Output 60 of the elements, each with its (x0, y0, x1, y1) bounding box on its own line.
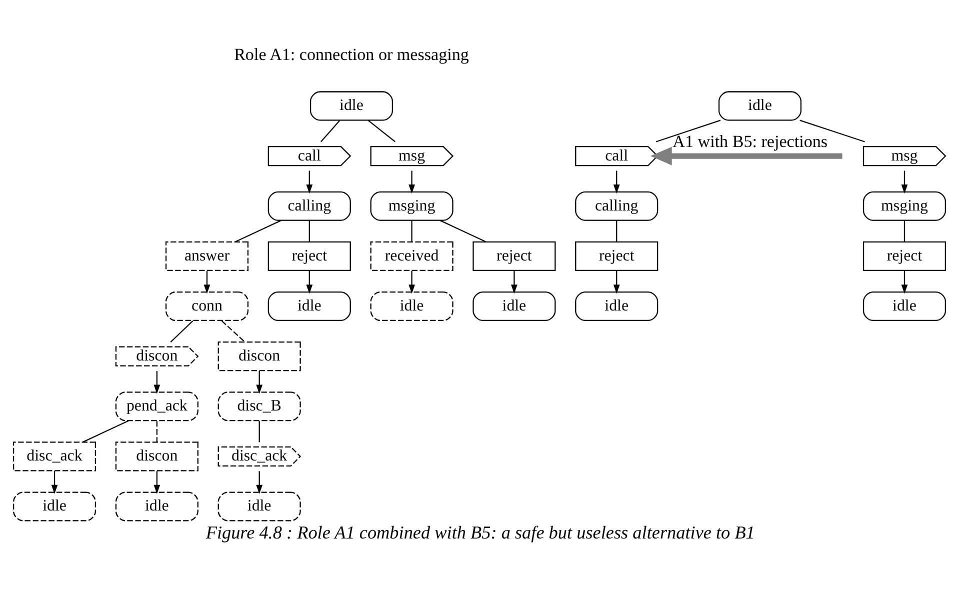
connector (410, 220, 412, 242)
node-box: discon (217, 341, 300, 371)
arrow (612, 270, 620, 294)
node-box: calling (574, 190, 658, 220)
node-box: idle (114, 491, 198, 521)
edge-label: A1 with B5: rejections (672, 131, 828, 150)
node-box: disc_B (217, 391, 300, 421)
arrow (612, 170, 620, 194)
node-box: discon (114, 441, 198, 471)
arrow (900, 270, 908, 294)
connector (308, 220, 310, 242)
connector (234, 220, 281, 242)
node-box: reject (472, 240, 556, 270)
arrow (650, 146, 842, 165)
node-box: idle (718, 90, 802, 120)
arrow (203, 270, 210, 294)
node-box: idle (267, 290, 350, 321)
connector (616, 220, 617, 242)
node-box: answer (164, 240, 248, 270)
connector (320, 120, 340, 142)
node-box: msging (370, 190, 453, 220)
node-box: reject (574, 240, 658, 270)
node-box: conn (164, 290, 248, 321)
connector (82, 420, 128, 442)
connector (655, 119, 720, 142)
arrow (256, 470, 262, 494)
node-box: idle (217, 491, 300, 521)
node-box: disc_ack (12, 441, 96, 471)
node-box: pend_ack (114, 391, 198, 421)
node-box: reject (862, 240, 946, 270)
arrow (50, 470, 58, 494)
node-box: idle (309, 90, 393, 120)
connector (367, 119, 395, 142)
node-box: calling (267, 190, 350, 220)
arrow (408, 170, 414, 194)
connector (903, 220, 905, 242)
arrow (153, 370, 160, 394)
arrow (153, 470, 160, 494)
label: Role A1: connection or messaging (234, 44, 468, 64)
connector (170, 320, 193, 342)
node-box: idle (12, 491, 96, 521)
connector (258, 420, 260, 442)
node-box: idle (862, 290, 946, 321)
arrow (256, 370, 262, 394)
arrow (306, 170, 312, 194)
node-box: idle (472, 290, 556, 321)
node-box: received (370, 240, 453, 270)
connector (220, 320, 245, 342)
node-box: msging (862, 190, 946, 220)
arrow (510, 270, 517, 294)
node-box: reject (267, 240, 350, 270)
connector (440, 220, 486, 242)
caption: Figure 4.8 : Role A1 combined with B5: a safe but useless alternative to B1 (205, 522, 754, 542)
connector (799, 119, 864, 142)
arrow (306, 270, 312, 294)
node-box: idle (574, 290, 658, 321)
connector (156, 420, 157, 442)
arrow (900, 170, 908, 194)
node-box: idle (370, 290, 453, 321)
arrow (408, 270, 414, 294)
